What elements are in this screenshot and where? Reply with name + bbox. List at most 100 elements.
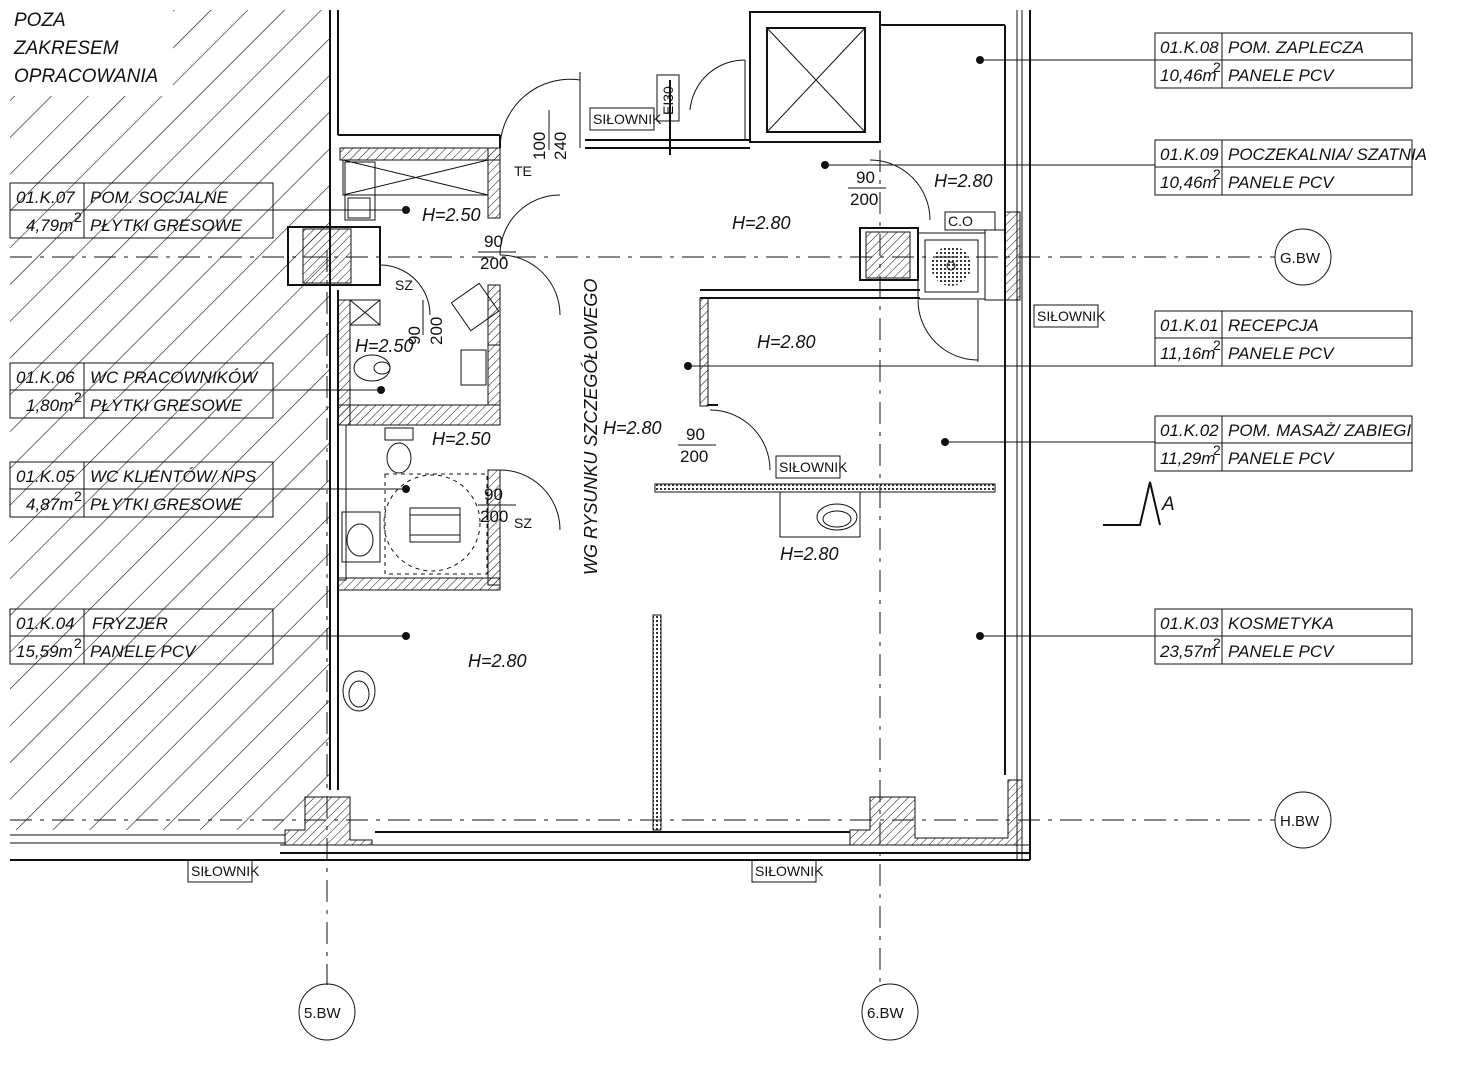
- svg-text:90: 90: [856, 168, 875, 187]
- svg-text:H=2.80: H=2.80: [757, 332, 816, 352]
- svg-text:H=2.80: H=2.80: [603, 418, 662, 438]
- svg-text:01.K.02: 01.K.02: [1160, 421, 1219, 440]
- zone-note-line1: POZA: [14, 10, 66, 31]
- svg-text:01.K.03: 01.K.03: [1160, 614, 1219, 633]
- svg-text:PANELE PCV: PANELE PCV: [1228, 173, 1335, 192]
- svg-text:01.K.06: 01.K.06: [16, 368, 75, 387]
- svg-text:RECEPCJA: RECEPCJA: [1228, 316, 1319, 335]
- svg-text:200: 200: [480, 507, 508, 526]
- svg-text:90: 90: [686, 425, 705, 444]
- axis-bubble-h: H.BW: [1274, 791, 1332, 849]
- svg-text:POCZEKALNIA/ SZATNIA: POCZEKALNIA/ SZATNIA: [1228, 145, 1427, 164]
- svg-text:POM. MASAŻ/ ZABIEGI: POM. MASAŻ/ ZABIEGI: [1228, 421, 1412, 440]
- svg-text:TE: TE: [514, 163, 532, 179]
- svg-text:90: 90: [405, 326, 424, 345]
- svg-text:10,46m: 10,46m: [1160, 66, 1217, 85]
- svg-text:200: 200: [850, 190, 878, 209]
- svg-text:1,80m: 1,80m: [26, 396, 73, 415]
- fixtures: [341, 59, 996, 712]
- svg-text:A: A: [1161, 494, 1175, 515]
- svg-text:01.K.04: 01.K.04: [16, 614, 75, 633]
- svg-text:2: 2: [74, 209, 82, 225]
- walls: [10, 10, 1031, 861]
- svg-text:PŁYTKI GRESOWE: PŁYTKI GRESOWE: [90, 495, 243, 514]
- svg-text:H=2.50: H=2.50: [422, 205, 481, 225]
- svg-text:SIŁOWNIK: SIŁOWNIK: [779, 459, 848, 475]
- svg-text:2: 2: [74, 635, 82, 651]
- svg-text:PANELE PCV: PANELE PCV: [1228, 66, 1335, 85]
- svg-text:SIŁOWNIK: SIŁOWNIK: [755, 863, 824, 879]
- zone-note-line2: ZAKRESEM: [13, 38, 119, 59]
- svg-text:5.BW: 5.BW: [304, 1005, 342, 1022]
- svg-text:2: 2: [74, 488, 82, 504]
- svg-text:PŁYTKI GRESOWE: PŁYTKI GRESOWE: [90, 216, 243, 235]
- svg-text:2: 2: [74, 389, 82, 405]
- svg-text:KOSMETYKA: KOSMETYKA: [1228, 614, 1334, 633]
- svg-text:200: 200: [680, 447, 708, 466]
- svg-text:2: 2: [1213, 166, 1221, 182]
- svg-text:11,29m: 11,29m: [1160, 449, 1215, 468]
- svg-text:01.K.08: 01.K.08: [1160, 38, 1219, 57]
- svg-text:WC KLIENTÓW/ NPS: WC KLIENTÓW/ NPS: [90, 467, 257, 486]
- section-mark: A: [1103, 481, 1175, 526]
- svg-text:2: 2: [1213, 635, 1221, 651]
- svg-text:SZ: SZ: [395, 277, 413, 293]
- svg-text:90: 90: [484, 485, 503, 504]
- svg-text:PANELE PCV: PANELE PCV: [1228, 642, 1335, 661]
- svg-text:200: 200: [427, 317, 446, 345]
- svg-text:PANELE PCV: PANELE PCV: [1228, 344, 1335, 363]
- axis-bubble-6: 6.BW: [861, 983, 919, 1041]
- height-labels: H=2.50 H=2.50 H=2.50 H=2.80 H=2.80 H=2.8…: [355, 171, 993, 671]
- svg-text:6.BW: 6.BW: [867, 1005, 905, 1022]
- svg-text:H=2.80: H=2.80: [934, 171, 993, 191]
- svg-text:POM. ZAPLECZA: POM. ZAPLECZA: [1228, 38, 1364, 57]
- svg-text:WC PRACOWNIKÓW: WC PRACOWNIKÓW: [90, 368, 259, 387]
- svg-text:SIŁOWNIK: SIŁOWNIK: [1037, 308, 1106, 324]
- zone-note-line3: OPRACOWANIA: [14, 66, 158, 87]
- svg-text:PANELE PCV: PANELE PCV: [1228, 449, 1335, 468]
- svg-text:23,57m: 23,57m: [1159, 642, 1217, 661]
- svg-text:H=2.80: H=2.80: [468, 651, 527, 671]
- room-markers: [273, 56, 1155, 640]
- svg-text:H=2.50: H=2.50: [432, 429, 491, 449]
- svg-text:H.BW: H.BW: [1280, 813, 1320, 830]
- svg-text:POM. SOCJALNE: POM. SOCJALNE: [90, 188, 229, 207]
- svg-text:4,87m: 4,87m: [26, 495, 73, 514]
- out-of-scope-zone: POZA ZAKRESEM OPRACOWANIA: [8, 8, 330, 830]
- svg-text:H=2.50: H=2.50: [355, 336, 414, 356]
- vertical-note: WG RYSUNKU SZCZEGÓŁOWEGO: [580, 279, 601, 575]
- svg-text:PANELE PCV: PANELE PCV: [90, 642, 197, 661]
- svg-text:01.K.09: 01.K.09: [1160, 145, 1219, 164]
- svg-text:G.BW: G.BW: [1280, 250, 1321, 267]
- svg-text:SZ: SZ: [514, 515, 532, 531]
- svg-text:2: 2: [1213, 59, 1221, 75]
- svg-text:01.K.07: 01.K.07: [16, 188, 75, 207]
- svg-text:C.O: C.O: [948, 213, 973, 229]
- svg-text:H=2.80: H=2.80: [732, 213, 791, 233]
- svg-text:H=2.80: H=2.80: [780, 544, 839, 564]
- svg-text:100: 100: [530, 132, 549, 160]
- svg-text:01.K.05: 01.K.05: [16, 467, 75, 486]
- svg-text:200: 200: [480, 254, 508, 273]
- svg-text:SIŁOWNIK: SIŁOWNIK: [593, 111, 662, 127]
- svg-text:FRYZJER: FRYZJER: [92, 614, 168, 633]
- svg-text:PŁYTKI GRESOWE: PŁYTKI GRESOWE: [90, 396, 243, 415]
- svg-text:2: 2: [1213, 442, 1221, 458]
- svg-text:15,59m: 15,59m: [16, 642, 73, 661]
- svg-text:240: 240: [551, 132, 570, 160]
- axis-bubble-5: 5.BW: [298, 983, 356, 1041]
- svg-text:01.K.01: 01.K.01: [1160, 316, 1219, 335]
- svg-text:10,46m: 10,46m: [1160, 173, 1217, 192]
- svg-text:EI30: EI30: [660, 86, 676, 115]
- svg-text:11,16m: 11,16m: [1160, 344, 1215, 363]
